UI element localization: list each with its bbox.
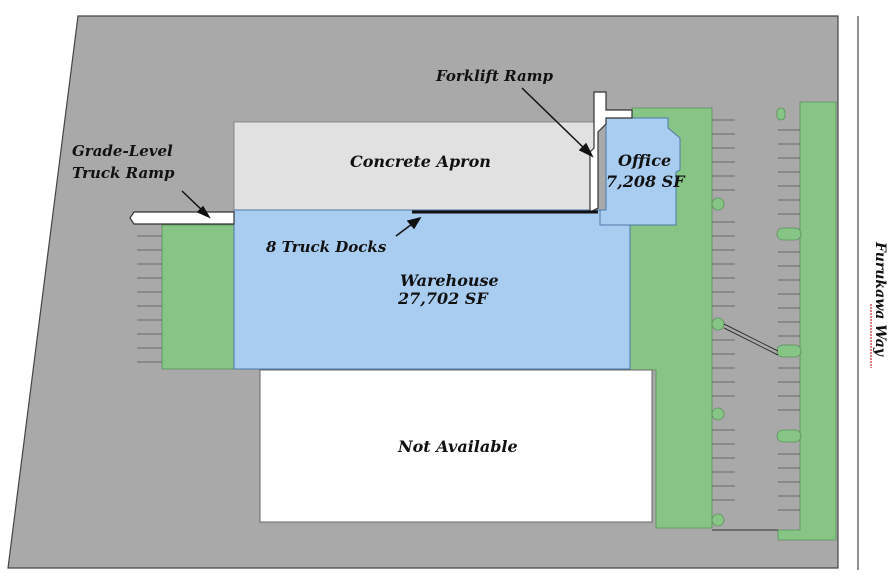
landscape-strip-right [777,101,837,541]
grade-level-label-line1: Grade-Level [72,142,173,160]
office-label: Office [618,151,671,170]
grade-level-label-line2: Truck Ramp [72,164,175,182]
warehouse-size-label: 27,702 SF [397,289,489,308]
not-available-area [259,369,653,523]
street-name-label: Furukawa Way [872,241,888,357]
forklift-ramp-label: Forklift Ramp [435,67,554,85]
grade-level-ramp [129,211,235,225]
parking-islands [711,107,802,527]
truck-docks-label: 8 Truck Docks [266,238,387,256]
warehouse-label: Warehouse [400,271,499,290]
office-area [599,117,681,226]
parking-stalls [137,119,800,531]
landscape-strip-left [161,224,235,370]
office-size-label: 7,208 SF [606,172,686,191]
not-available-label: Not Available [397,437,518,456]
concrete-apron-label: Concrete Apron [350,152,491,171]
callout-arrows [181,87,594,237]
